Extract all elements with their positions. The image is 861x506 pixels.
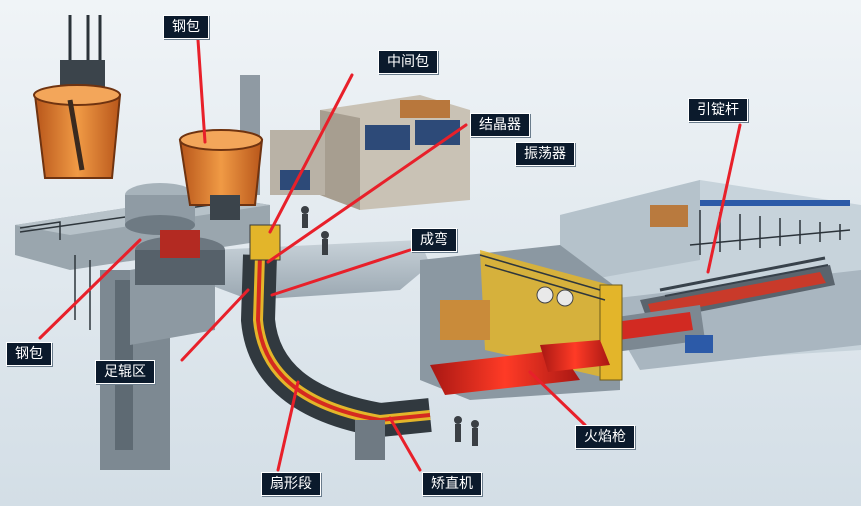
arrow-bending [270, 248, 412, 297]
label-bending: 成弯 [411, 228, 457, 252]
ladle-turret [125, 183, 225, 285]
label-mold: 结晶器 [470, 113, 530, 137]
arrow-ladle-top [196, 38, 207, 144]
dummy-bar-table [610, 200, 851, 353]
arrow-mold [266, 123, 468, 264]
workers [301, 206, 479, 446]
label-ladle-top: 钢包 [163, 15, 209, 39]
label-foot-roll: 足辊区 [95, 360, 155, 384]
callout-arrows [38, 38, 742, 472]
label-segment: 扇形段 [261, 472, 321, 496]
cutting-station [355, 245, 623, 460]
arrow-foot-roll [180, 288, 250, 362]
arrow-dummy-bar [706, 123, 742, 274]
arrow-segment [276, 380, 300, 472]
label-oscillator: 振荡器 [515, 142, 575, 166]
control-building [240, 75, 470, 210]
label-dummy-bar: 引锭杆 [688, 98, 748, 122]
ladle-1 [33, 15, 122, 179]
label-tundish: 中间包 [378, 50, 438, 74]
arrow-straightener [388, 416, 422, 472]
label-straightener: 矫直机 [422, 472, 482, 496]
arrow-tundish [268, 73, 354, 234]
label-torch: 火焰枪 [575, 425, 635, 449]
strand-guide [240, 224, 432, 438]
arrow-torch [528, 370, 587, 427]
ladle-2 [178, 129, 264, 220]
arrow-ladle-left [38, 238, 142, 340]
label-ladle-left: 钢包 [6, 342, 52, 366]
